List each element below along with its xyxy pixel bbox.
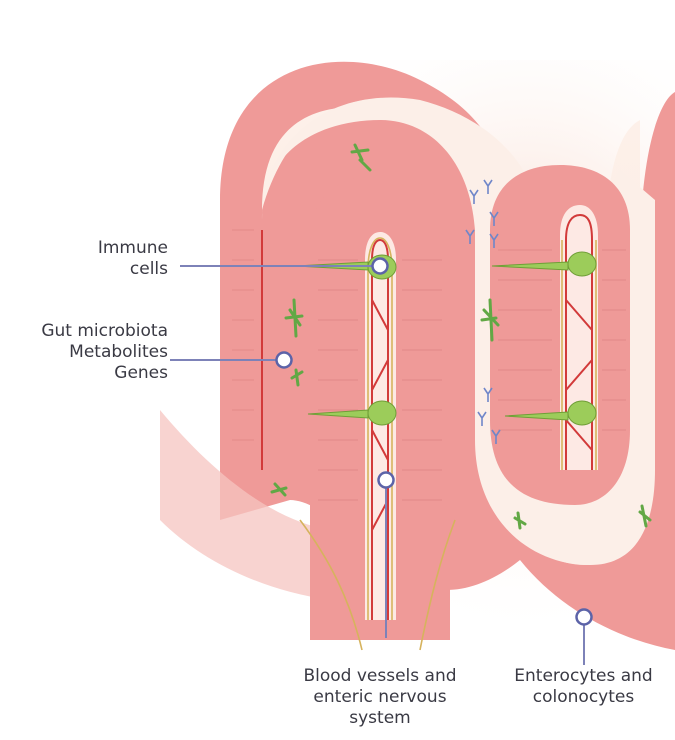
label-immune-line-1: Immune (60, 238, 168, 259)
label-gut-microbiota: Gut microbiota Metabolites Genes (0, 321, 168, 384)
label-blood-vessels: Blood vessels and enteric nervous system (280, 666, 480, 729)
label-blood-line-2: enteric nervous (280, 687, 480, 708)
label-immune-line-2: cells (60, 259, 168, 280)
label-microbiota-line-3: Genes (0, 363, 168, 384)
label-entero-line-1: Enterocytes and (492, 666, 675, 687)
label-enterocytes: Enterocytes and colonocytes (492, 666, 675, 708)
label-microbiota-line-1: Gut microbiota (0, 321, 168, 342)
label-immune-cells: Immune cells (60, 238, 168, 280)
label-blood-line-3: system (280, 708, 480, 729)
label-microbiota-line-2: Metabolites (0, 342, 168, 363)
label-entero-line-2: colonocytes (492, 687, 675, 708)
label-blood-line-1: Blood vessels and (280, 666, 480, 687)
